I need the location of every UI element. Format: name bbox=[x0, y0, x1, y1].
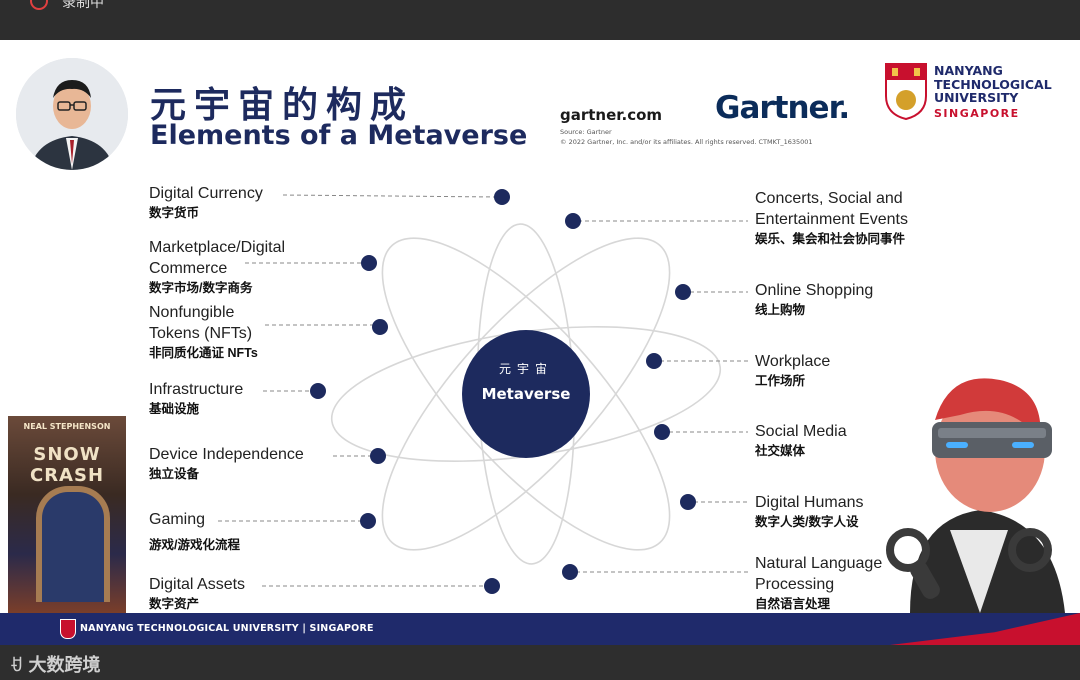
element-digital-currency: Digital Currency 数字货币 bbox=[149, 183, 263, 222]
vr-character-illustration bbox=[880, 340, 1080, 613]
element-label-cn: 非同质化通证 NFTs bbox=[149, 344, 274, 362]
element-label-cn: 独立设备 bbox=[149, 465, 304, 483]
element-online-shopping: Online Shopping 线上购物 bbox=[755, 280, 873, 319]
book-arch-graphic bbox=[36, 486, 110, 602]
element-label-en: Social Media bbox=[755, 423, 847, 440]
element-label-cn: 工作场所 bbox=[755, 372, 830, 390]
footer-accent bbox=[890, 613, 1080, 645]
footer-crest-icon bbox=[60, 619, 76, 639]
element-label-cn: 基础设施 bbox=[149, 400, 243, 418]
presentation-slide: 元宇宙的构成 Elements of a Metaverse gartner.c… bbox=[0, 40, 1080, 645]
center-label-en: Metaverse bbox=[462, 385, 590, 403]
element-infrastructure: Infrastructure 基础设施 bbox=[149, 379, 243, 418]
element-workplace: Workplace 工作场所 bbox=[755, 351, 830, 390]
recording-bar: 录制中 bbox=[0, 0, 1080, 40]
element-concerts: Concerts, Social and Entertainment Event… bbox=[755, 188, 915, 248]
snow-crash-book-cover: NEAL STEPHENSON SNOW CRASH bbox=[8, 416, 126, 613]
book-author: NEAL STEPHENSON bbox=[8, 422, 126, 431]
element-label-en: Workplace bbox=[755, 353, 830, 370]
element-label-cn: 数字资产 bbox=[149, 595, 245, 613]
element-label-cn: 数字货币 bbox=[149, 204, 263, 222]
element-label-en: Marketplace/Digital Commerce bbox=[149, 239, 285, 277]
element-device-independence: Device Independence 独立设备 bbox=[149, 444, 304, 483]
element-label-en: Digital Humans bbox=[755, 494, 863, 511]
record-icon[interactable] bbox=[30, 0, 48, 10]
element-label-en: Infrastructure bbox=[149, 381, 243, 398]
element-digital-humans: Digital Humans 数字人类/数字人设 bbox=[755, 492, 863, 531]
element-label-en: Gaming bbox=[149, 511, 205, 528]
element-label-en: Device Independence bbox=[149, 446, 304, 463]
element-label-cn: 数字市场/数字商务 bbox=[149, 279, 324, 297]
element-social-media: Social Media 社交媒体 bbox=[755, 421, 847, 460]
slide-footer: NANYANG TECHNOLOGICAL UNIVERSITY | SINGA… bbox=[0, 613, 1080, 645]
element-label-cn: 社交媒体 bbox=[755, 442, 847, 460]
element-gaming: Gaming 游戏/游戏化流程 bbox=[149, 509, 240, 554]
element-label-cn: 娱乐、集会和社会协同事件 bbox=[755, 230, 915, 248]
element-label-en: Nonfungible Tokens (NFTs) bbox=[149, 304, 252, 342]
watermark: ꀀ 大数跨境 bbox=[10, 651, 101, 677]
watermark-logo-icon: ꀀ bbox=[10, 656, 23, 675]
element-label-en: Concerts, Social and Entertainment Event… bbox=[755, 190, 908, 228]
element-marketplace: Marketplace/Digital Commerce 数字市场/数字商务 bbox=[149, 237, 324, 297]
watermark-text: 大数跨境 bbox=[29, 655, 101, 676]
element-label-cn: 游戏/游戏化流程 bbox=[149, 536, 240, 554]
footer-text: NANYANG TECHNOLOGICAL UNIVERSITY | SINGA… bbox=[80, 623, 374, 634]
element-label-en: Online Shopping bbox=[755, 282, 873, 299]
element-label-en: Natural Language Processing bbox=[755, 555, 882, 593]
element-label-en: Digital Currency bbox=[149, 185, 263, 202]
element-label-cn: 线上购物 bbox=[755, 301, 873, 319]
element-nfts: Nonfungible Tokens (NFTs) 非同质化通证 NFTs bbox=[149, 302, 274, 362]
center-label-cn: 元宇宙 bbox=[462, 360, 590, 377]
element-digital-assets: Digital Assets 数字资产 bbox=[149, 574, 245, 613]
watermark-bar: ꀀ 大数跨境 bbox=[0, 645, 1080, 680]
book-title: SNOW CRASH bbox=[8, 444, 126, 486]
recording-status: 录制中 bbox=[62, 0, 104, 12]
element-label-en: Digital Assets bbox=[149, 576, 245, 593]
element-label-cn: 数字人类/数字人设 bbox=[755, 513, 863, 531]
